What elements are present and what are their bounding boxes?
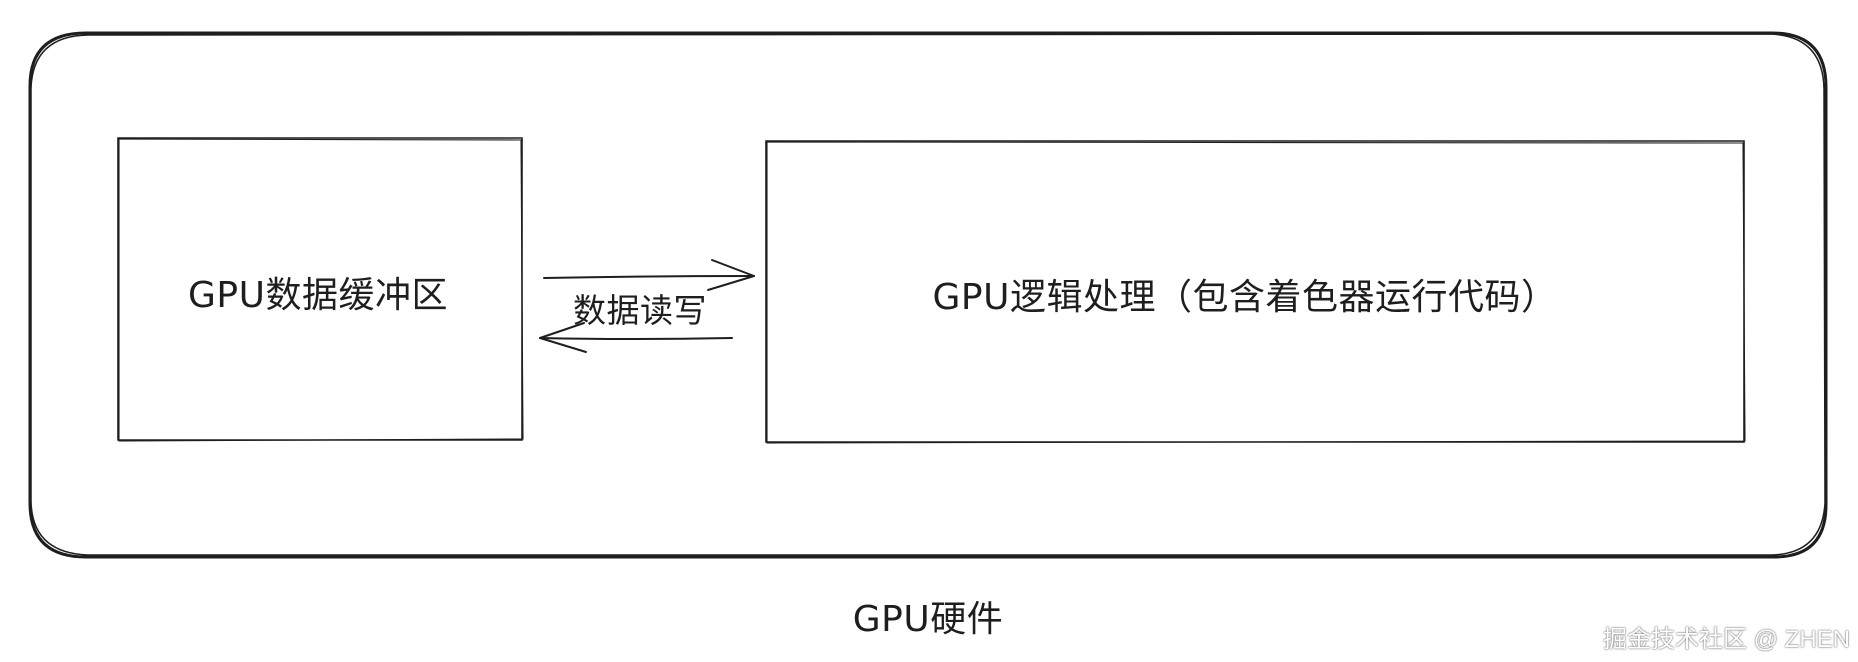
arrow-label: 数据读写 <box>573 291 707 330</box>
logic-label: GPU逻辑处理（包含着色器运行代码） <box>932 277 1558 318</box>
watermark: 掘金技术社区 @ ZHEN <box>1602 626 1850 653</box>
arrow-to-logic <box>543 259 755 291</box>
arrow-to-buffer <box>539 322 733 353</box>
gpu-logic-box <box>765 140 1746 444</box>
gpu-hardware-label: GPU硬件 <box>852 599 1004 640</box>
gpu-hardware-container <box>28 31 1828 559</box>
buffer-label: GPU数据缓冲区 <box>188 275 448 316</box>
gpu-buffer-box <box>117 137 524 442</box>
